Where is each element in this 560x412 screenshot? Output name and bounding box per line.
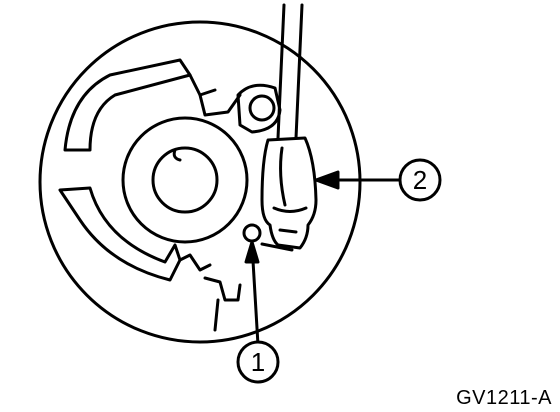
handle-tip: [278, 228, 298, 234]
hub-outer-ring: [121, 116, 249, 244]
boss-hole: [248, 94, 276, 122]
bottom-channel: [203, 276, 242, 302]
ball-seat: [260, 242, 294, 252]
handle-grip-line: [272, 206, 308, 213]
callout-label-2: 2: [413, 165, 427, 195]
screwdriver-shaft-left: [276, 3, 286, 140]
callout-label-1: 1: [251, 347, 265, 377]
lower-channel-step: [178, 253, 212, 272]
hub-bore-notch: [172, 148, 182, 162]
screwdriver-shaft-right: [294, 3, 304, 140]
figure-code: GV1211-A: [456, 387, 552, 409]
leader-arrow-1: [244, 240, 260, 264]
screwdriver-handle: [260, 136, 318, 250]
upper-channel-detail: [198, 93, 242, 117]
lower-channel: [58, 186, 182, 282]
callout-circle-1: [236, 340, 280, 384]
callout-circle-2: [398, 158, 442, 202]
leader-arrow-2: [314, 170, 340, 190]
handle-flat: [279, 146, 287, 207]
hub-inner-bore: [151, 146, 219, 214]
bottom-channel-line: [213, 298, 220, 332]
upper-channel-outer: [63, 58, 192, 152]
